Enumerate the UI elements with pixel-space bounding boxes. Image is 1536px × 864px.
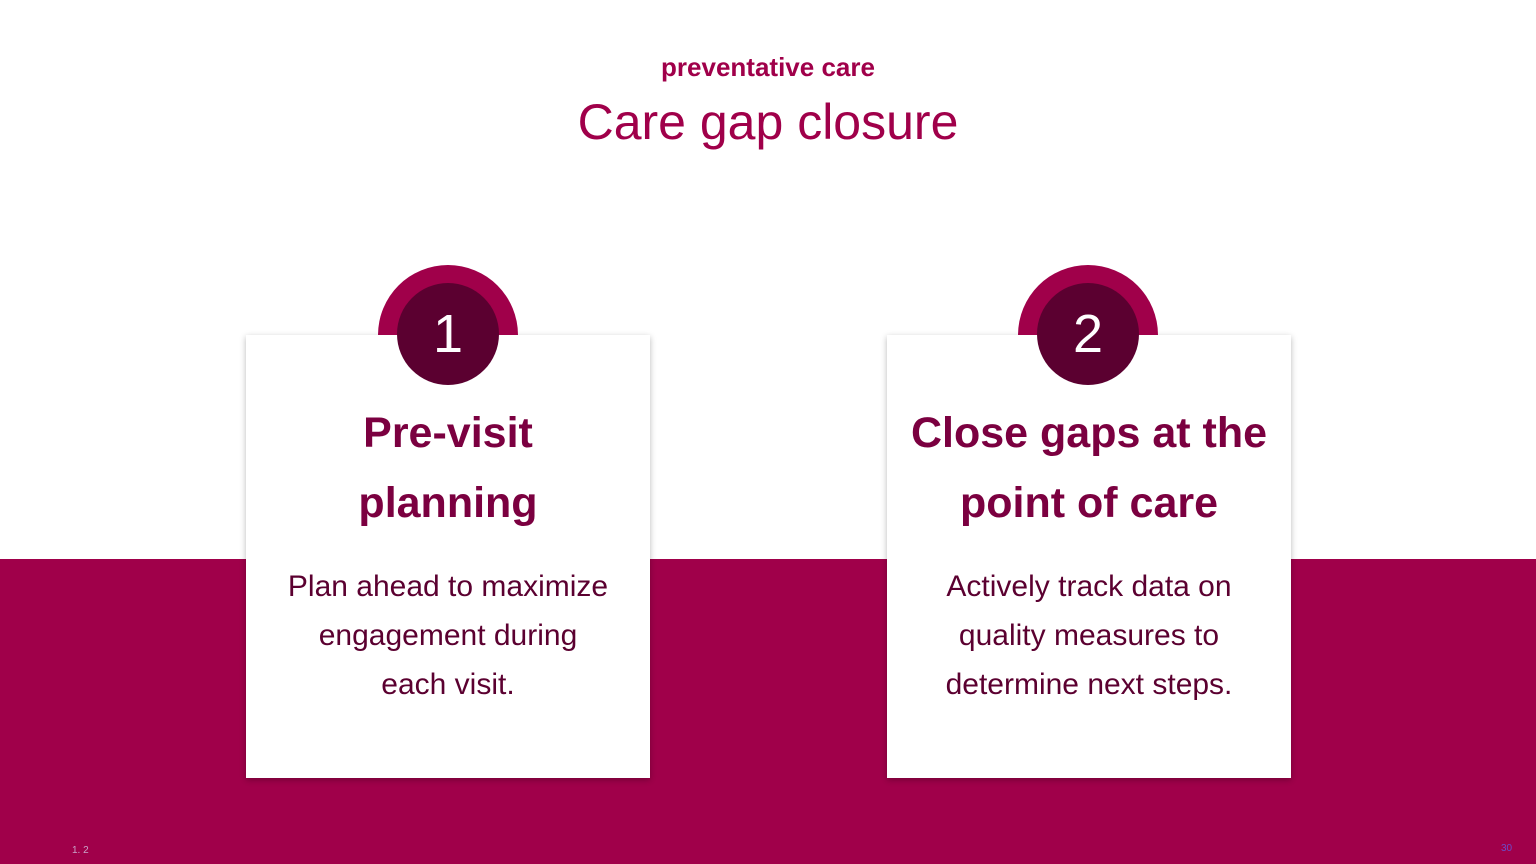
step-description-1-line2: engagement during [318,619,578,652]
step-description-1-line1: Plan ahead to maximize [287,570,609,603]
step-heading-1-line2: planning [358,479,538,527]
step-description-2-line2: quality measures to [958,619,1220,652]
step-number-badge-2: 2 [1037,283,1139,385]
bottom-color-band [0,559,1536,864]
step-heading-2-line2: point of care [959,479,1219,527]
step-description-1: Plan ahead to maximize engagement during… [266,562,630,709]
step-heading-2: Close gaps at the point of care [887,398,1291,538]
step-description-2-line3: determine next steps. [945,668,1233,701]
step-description-2-line1: Actively track data on [946,570,1232,603]
step-heading-1-line1: Pre-visit [363,409,533,457]
step-card-2 [887,335,1291,778]
step-heading-1: Pre-visit planning [246,398,650,538]
step-number-badge-1: 1 [397,283,499,385]
slide-eyebrow: preventative care [661,52,875,82]
footer-section-number: 1. 2 [72,845,89,856]
step-description-2: Actively track data on quality measures … [907,562,1271,709]
slide-page-number: 30 [1501,843,1513,854]
step-description-1-line3: each visit. [381,668,515,701]
step-heading-2-line1: Close gaps at the [910,409,1268,457]
step-card-1 [246,335,650,778]
slide-title: Care gap closure [577,94,959,150]
